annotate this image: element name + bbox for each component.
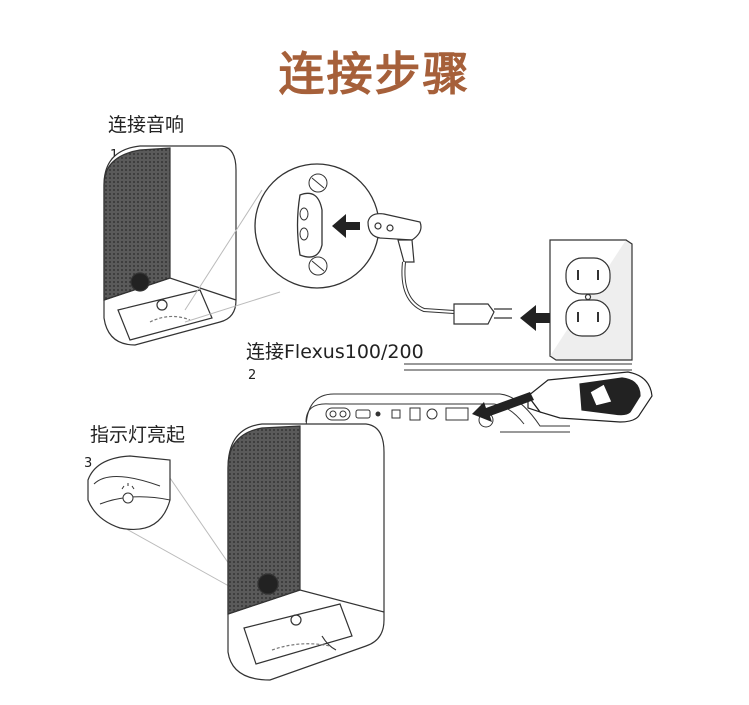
- arrow-left-icon: [332, 214, 360, 238]
- step-1-number: 1: [110, 148, 119, 163]
- wall-outlet: [549, 239, 633, 361]
- step-3-number: 3: [84, 456, 93, 471]
- power-socket-zoom: [254, 163, 380, 289]
- step-2-label: 连接Flexus100/200: [246, 341, 424, 363]
- logo-badge-icon: [257, 573, 279, 595]
- arrow-right-icon: [520, 305, 550, 331]
- step-2-number: 2: [248, 368, 257, 383]
- arrow-into-port-icon: [472, 392, 534, 422]
- speaker-top-illustration: [103, 145, 237, 346]
- flexus-dongle: [527, 371, 653, 423]
- speaker-bottom-illustration: [227, 423, 385, 681]
- power-cable: [367, 213, 512, 325]
- light-rays-icon: [121, 483, 135, 490]
- logo-badge-icon: [130, 272, 150, 292]
- page-title: 连接步骤: [278, 47, 471, 101]
- indicator-zoom: [87, 455, 171, 530]
- step-1-label: 连接音响: [108, 114, 185, 136]
- step-3-label: 指示灯亮起: [90, 424, 186, 446]
